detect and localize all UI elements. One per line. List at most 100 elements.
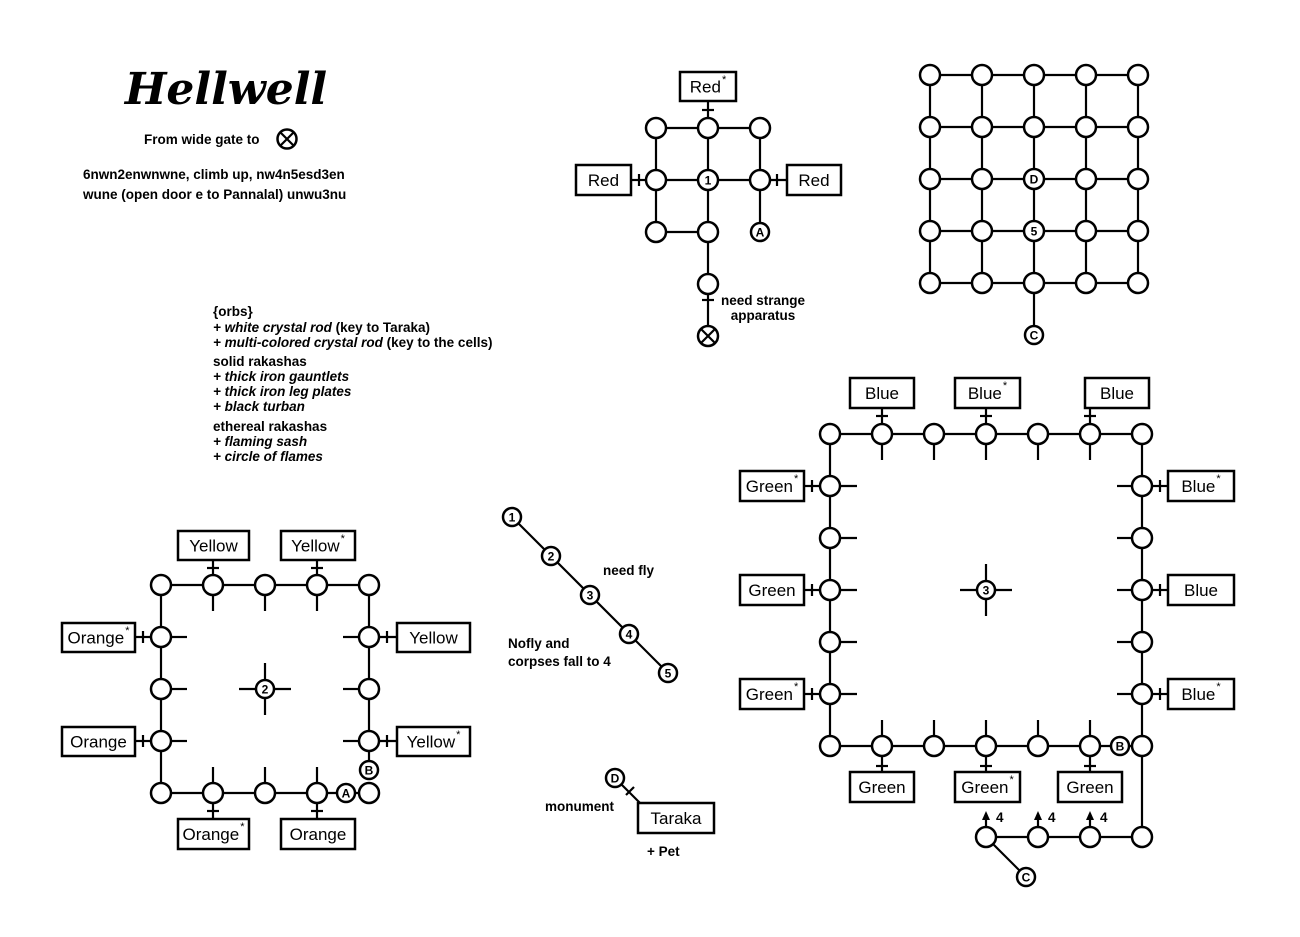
box-green-left[interactable]: Green	[738, 573, 806, 607]
room-node[interactable]	[357, 781, 381, 805]
room-node[interactable]	[818, 474, 842, 498]
room-node[interactable]	[1026, 734, 1050, 758]
box-blue-right[interactable]: Blue*	[1166, 469, 1236, 503]
room-node[interactable]	[970, 115, 994, 139]
room-node[interactable]	[1126, 167, 1150, 191]
box-blue-right[interactable]: Blue	[1166, 573, 1236, 607]
box-green-left[interactable]: Green*	[738, 469, 806, 503]
room-node[interactable]	[305, 573, 329, 597]
level-node[interactable]: 5	[657, 662, 679, 684]
room-node[interactable]	[1126, 219, 1150, 243]
exit-room-cross[interactable]	[696, 324, 720, 348]
box-taraka[interactable]: Taraka	[636, 801, 716, 835]
box-green-bottom[interactable]: Green*	[953, 770, 1022, 804]
room-node[interactable]	[1022, 115, 1046, 139]
box-green-bottom[interactable]: Green	[1056, 770, 1124, 804]
box-blue-top[interactable]: Blue*	[953, 376, 1022, 410]
box-blue-top[interactable]: Blue	[1083, 376, 1151, 410]
room-node[interactable]	[357, 729, 381, 753]
room-node[interactable]	[1026, 422, 1050, 446]
room-node[interactable]: 1	[696, 168, 720, 192]
box-green-left[interactable]: Green*	[738, 677, 806, 711]
link-node-b[interactable]: B	[1109, 735, 1131, 757]
room-node[interactable]	[696, 272, 720, 296]
room-node[interactable]	[870, 422, 894, 446]
room-node[interactable]	[149, 625, 173, 649]
room-node[interactable]	[970, 271, 994, 295]
room-node[interactable]	[1078, 734, 1102, 758]
room-node[interactable]	[922, 734, 946, 758]
room-node[interactable]	[1130, 630, 1154, 654]
room-node[interactable]	[918, 115, 942, 139]
room-node[interactable]	[1074, 63, 1098, 87]
room-node[interactable]	[918, 63, 942, 87]
box-yellow-right[interactable]: Yellow	[395, 621, 472, 654]
link-node-a[interactable]: A	[335, 782, 357, 804]
link-node-c[interactable]: C	[1023, 324, 1045, 346]
room-node[interactable]	[1022, 271, 1046, 295]
link-node-c[interactable]: C	[1015, 866, 1037, 888]
link-node-a[interactable]: A	[749, 221, 771, 243]
room-node[interactable]	[357, 573, 381, 597]
link-node-b[interactable]: B	[358, 759, 380, 781]
box-red-left[interactable]: Red	[574, 163, 633, 197]
link-node-d[interactable]: D	[604, 767, 626, 789]
room-node[interactable]	[1078, 825, 1102, 849]
room-node[interactable]	[818, 630, 842, 654]
room-node[interactable]	[818, 734, 842, 758]
room-node[interactable]	[918, 167, 942, 191]
box-red-right[interactable]: Red	[785, 163, 843, 197]
room-node[interactable]	[970, 219, 994, 243]
room-node[interactable]	[1130, 474, 1154, 498]
room-node[interactable]	[201, 781, 225, 805]
room-node[interactable]	[696, 116, 720, 140]
room-node[interactable]	[1074, 271, 1098, 295]
room-node[interactable]	[1074, 115, 1098, 139]
room-node[interactable]	[201, 573, 225, 597]
level-node[interactable]: 2	[540, 545, 562, 567]
room-node[interactable]: 2	[254, 678, 276, 700]
room-node[interactable]	[357, 677, 381, 701]
room-node[interactable]	[818, 422, 842, 446]
box-yellow-top[interactable]: Yellow	[176, 529, 251, 562]
room-node[interactable]	[1130, 526, 1154, 550]
room-node[interactable]	[918, 271, 942, 295]
room-node[interactable]	[1130, 578, 1154, 602]
level-node[interactable]: 3	[579, 584, 601, 606]
room-node[interactable]	[253, 781, 277, 805]
room-node[interactable]	[870, 734, 894, 758]
room-node[interactable]	[357, 625, 381, 649]
room-node[interactable]	[1126, 63, 1150, 87]
room-node[interactable]	[149, 677, 173, 701]
room-node[interactable]	[644, 220, 668, 244]
room-node[interactable]	[918, 219, 942, 243]
level-node[interactable]: 4	[618, 623, 640, 645]
room-node[interactable]	[305, 781, 329, 805]
room-node[interactable]	[644, 168, 668, 192]
level-node[interactable]: 1	[501, 506, 523, 528]
box-orange-bottom[interactable]: Orange	[279, 817, 357, 851]
box-orange-left[interactable]: Orange	[60, 725, 137, 758]
room-node[interactable]	[1130, 734, 1154, 758]
box-blue-right[interactable]: Blue*	[1166, 677, 1236, 711]
room-node[interactable]	[1130, 422, 1154, 446]
room-node[interactable]	[818, 682, 842, 706]
box-blue-top[interactable]: Blue	[848, 376, 916, 410]
room-node[interactable]	[818, 578, 842, 602]
room-node[interactable]	[149, 573, 173, 597]
room-node[interactable]	[922, 422, 946, 446]
room-node[interactable]	[970, 63, 994, 87]
room-node[interactable]	[974, 734, 998, 758]
room-node[interactable]	[1074, 219, 1098, 243]
room-node[interactable]: 5	[1022, 219, 1046, 243]
room-node[interactable]	[1026, 825, 1050, 849]
room-node[interactable]	[1126, 271, 1150, 295]
room-node[interactable]	[1078, 422, 1102, 446]
room-node[interactable]: 3	[975, 579, 997, 601]
room-node[interactable]	[149, 729, 173, 753]
box-yellow-top[interactable]: Yellow*	[279, 529, 357, 562]
room-node[interactable]	[1022, 63, 1046, 87]
room-node[interactable]	[974, 825, 998, 849]
room-node[interactable]	[748, 116, 772, 140]
room-node[interactable]	[818, 526, 842, 550]
